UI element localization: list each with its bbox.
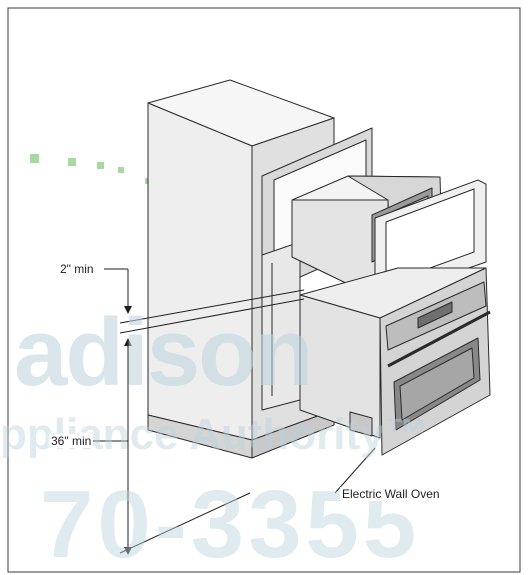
diagram-frame [7,7,521,573]
wall-oven [299,267,491,456]
thirty-six-inch-min-label: 36" min [49,434,94,448]
electric-wall-oven-label: Electric Wall Oven [340,487,442,501]
dimension-lines [90,268,376,555]
two-inch-min-label: 2" min [58,262,96,276]
